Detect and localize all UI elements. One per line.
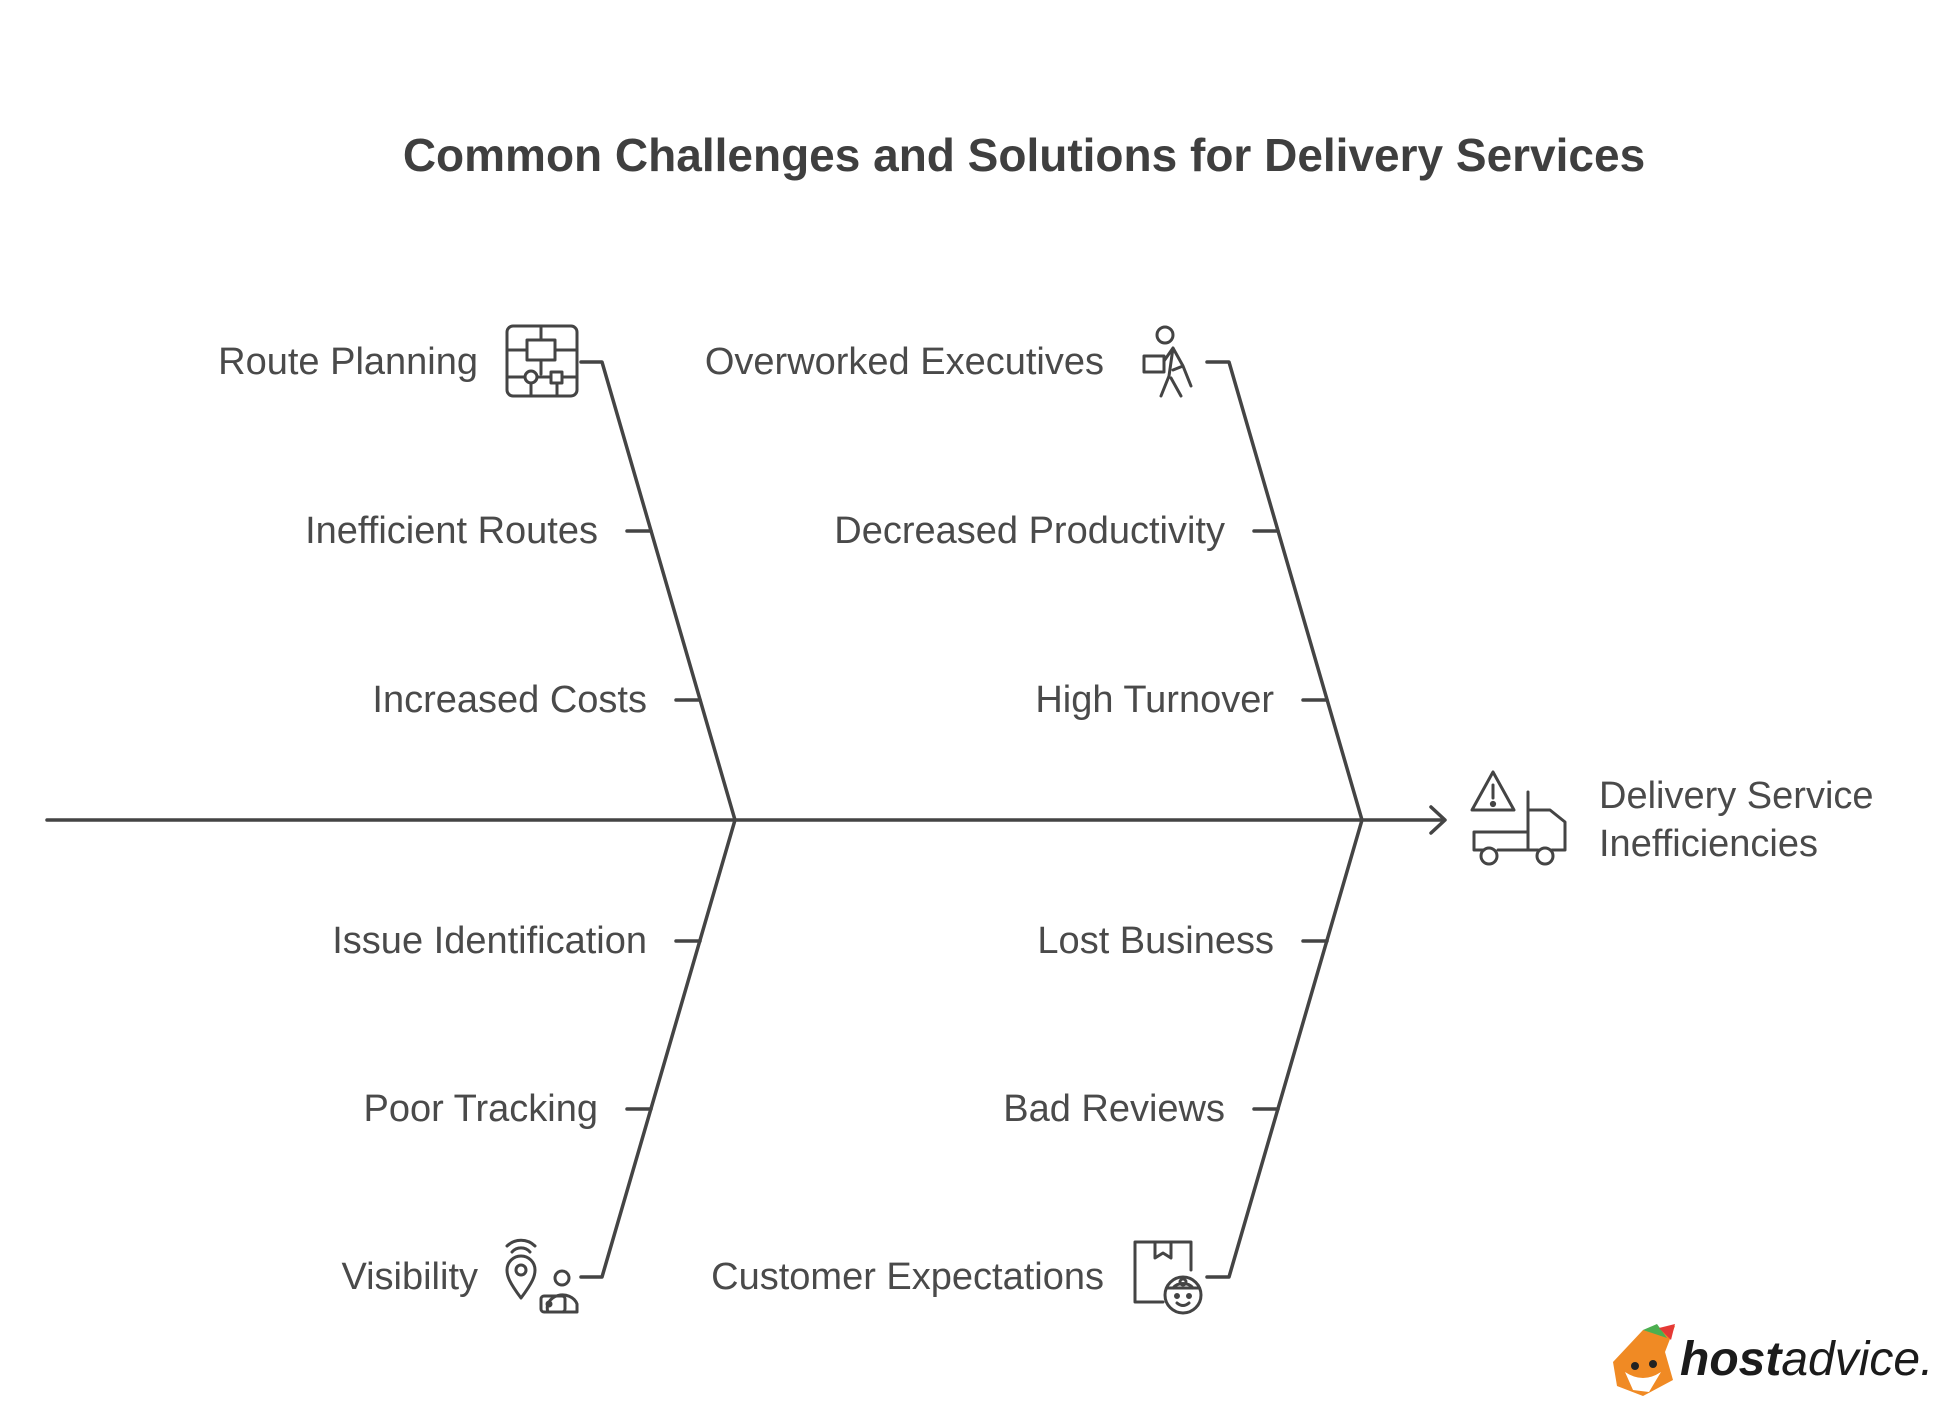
- warning-truck-icon: [1470, 770, 1567, 866]
- cause-poor-tracking: Poor Tracking: [363, 1088, 598, 1130]
- courier-person-icon: [1142, 325, 1193, 398]
- effect-line-2: Inefficiencies: [1599, 823, 1818, 865]
- cause-decreased-productivity: Decreased Productivity: [834, 510, 1225, 552]
- logo-bold: host: [1680, 1333, 1782, 1386]
- cause-increased-costs: Increased Costs: [372, 679, 647, 721]
- page-title: Common Challenges and Solutions for Deli…: [402, 129, 1646, 181]
- logo-rest: advice.: [1781, 1333, 1934, 1386]
- route-map-icon: [505, 324, 579, 398]
- cause-lost-business: Lost Business: [1037, 920, 1274, 962]
- cause-high-turnover: High Turnover: [1035, 679, 1274, 721]
- bone-lower-right: [1205, 818, 1364, 1279]
- cause-issue-identification: Issue Identification: [332, 920, 647, 962]
- bone-upper-right: [1205, 360, 1364, 822]
- category-visibility: Visibility: [341, 1256, 478, 1298]
- fox-mascot-icon: [1613, 1324, 1675, 1396]
- hostadvice-logo: hostadvice.: [1605, 1322, 1933, 1400]
- bone-upper-left: [579, 360, 737, 822]
- package-customer-icon: [1133, 1240, 1203, 1315]
- logo-text: hostadvice.: [1680, 1332, 1933, 1387]
- category-customer-expectations: Customer Expectations: [711, 1256, 1104, 1298]
- cause-inefficient-routes: Inefficient Routes: [305, 510, 598, 552]
- category-route-planning: Route Planning: [218, 341, 478, 383]
- cause-bad-reviews: Bad Reviews: [1003, 1088, 1225, 1130]
- effect-label: Delivery Service Inefficiencies: [1599, 772, 1874, 868]
- category-overworked-executives: Overworked Executives: [704, 341, 1104, 383]
- location-tracking-icon: [505, 1238, 579, 1314]
- spine-arrowhead: [1429, 805, 1447, 835]
- bone-lower-left: [579, 818, 737, 1279]
- effect-line-1: Delivery Service: [1599, 775, 1874, 817]
